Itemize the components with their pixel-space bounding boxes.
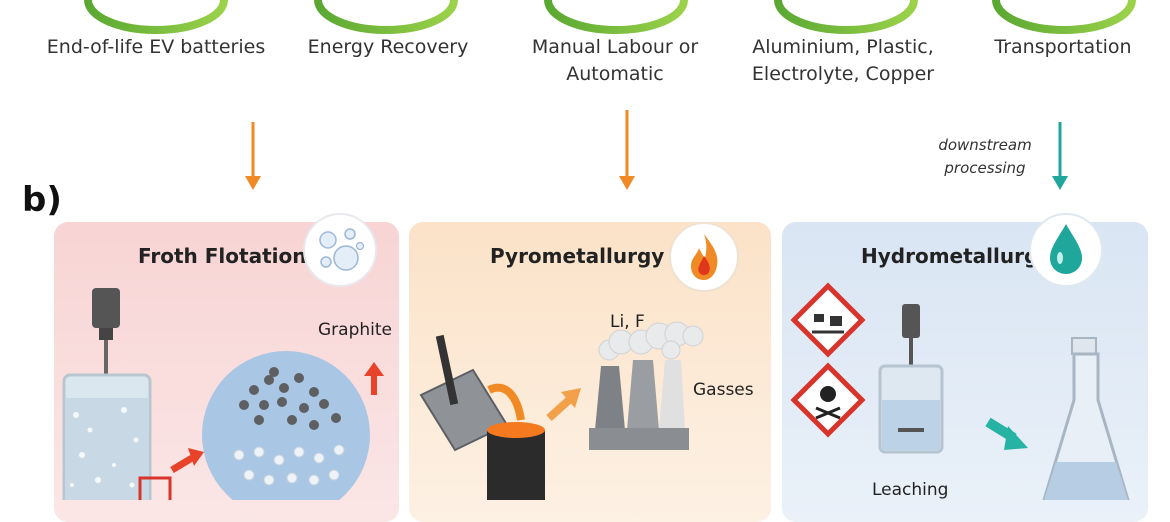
zoom-arrow [170,454,194,474]
droplet-icon [1029,213,1103,287]
process-rings [84,0,1136,34]
zoom-box [138,476,172,500]
corrosive-hazard-icon [790,282,866,358]
furnace [487,428,545,500]
arrowhead-hydro [1052,176,1068,190]
pyrometallurgy-title: Pyrometallurgy [490,244,665,268]
step-label-transport: Transportation [994,36,1132,58]
graphite-label: Graphite [318,320,392,340]
smoke-stacks [589,360,689,450]
stirrer-motor [92,288,120,328]
section-b-label: b) [22,180,62,220]
gas-arrow [546,397,572,421]
hydrometallurgy-title: Hydrometallurgy [861,244,1052,268]
flow-arrows [245,110,1068,190]
downstream-note: downstream processing [938,136,1032,177]
step-label-energy: Energy Recovery [307,36,469,58]
erlenmeyer-flask [1042,337,1130,500]
ring-5 [992,0,1136,34]
toxic-hazard-icon [790,362,866,438]
step-label-batteries: End-of-life EV batteries [46,36,266,58]
bubbles-icon [303,213,377,287]
froth-flotation-illustration [62,288,384,500]
flame-icon [669,222,739,292]
froth-flotation-title: Froth Flotation [138,244,307,268]
gasses-label: Gasses [693,380,754,400]
step-label-materials: Aluminium, Plastic, Electrolyte, Copper [751,36,935,85]
li-f-label: Li, F [610,312,645,332]
ring-4 [774,0,918,34]
hydrometallurgy-illustration [790,282,1130,500]
ring-3 [544,0,688,34]
arrowhead-froth [245,176,261,190]
magnified-view [202,351,370,500]
step-label-labour: Manual Labour or Automatic [531,36,699,85]
pyrometallurgy-illustration [419,321,704,500]
ring-2 [314,0,458,34]
ring-1 [84,0,228,34]
arrowhead-pyro [619,176,635,190]
leaching-label: Leaching [872,480,949,500]
